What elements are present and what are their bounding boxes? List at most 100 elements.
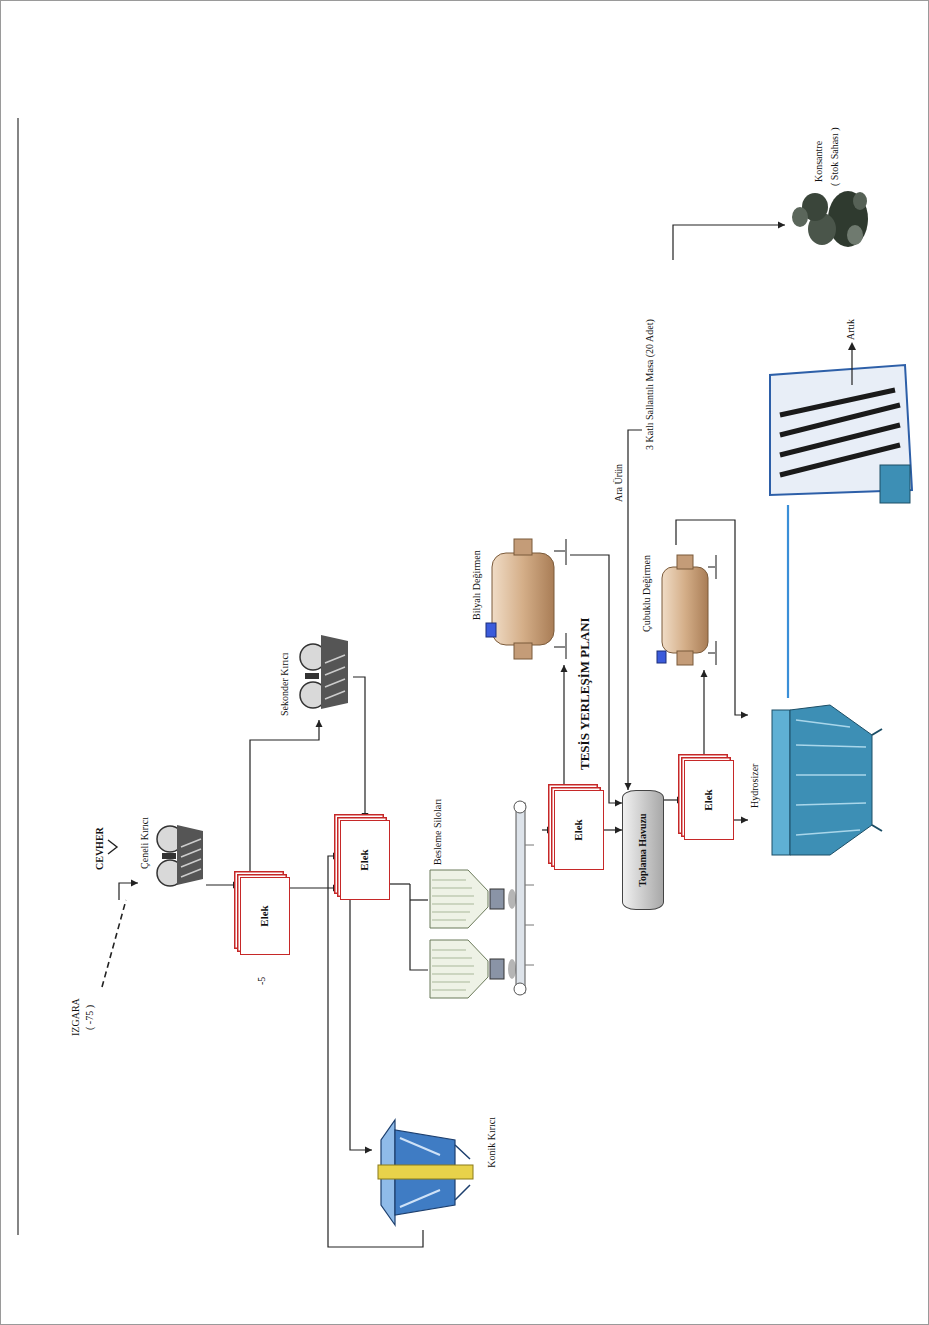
arrow-head (625, 783, 632, 790)
flow-line (628, 430, 642, 790)
flow-connector (788, 505, 789, 698)
equipment-node: Bilyalı Değirmen (470, 535, 570, 665)
flow-connector (664, 797, 684, 804)
feed-arrow (108, 840, 117, 854)
flow-connector (206, 882, 240, 889)
screen-box: Elek (684, 760, 734, 840)
screen-box: Elek (554, 790, 604, 870)
flow-connector (119, 880, 138, 901)
feed-label: CEVHER (94, 827, 106, 870)
flow-connector (570, 555, 622, 807)
flow-line (787, 505, 789, 698)
shaking-table-icon (770, 342, 912, 503)
flow-line (673, 225, 785, 260)
equipment-node: Hydrosizer (748, 698, 883, 863)
flow-line (350, 900, 372, 1150)
flow-line (328, 856, 423, 1247)
arrow-head (778, 222, 785, 229)
collection-tank: Toplama Havuzu (622, 790, 664, 910)
flow-connector (328, 853, 423, 1248)
equipment-node: IZGARA( -75 ) (68, 900, 128, 1040)
arrow-head (333, 853, 340, 860)
flow-connector (390, 884, 410, 885)
edge-label: Ara Ürün (613, 463, 625, 503)
flow-connector (561, 665, 568, 790)
flow-connector (676, 520, 748, 719)
equipment-label: Çeneli Kırıcı (139, 817, 151, 869)
equipment-label: Çubuklu Değirmen (641, 555, 653, 632)
flow-connector (290, 885, 340, 892)
rod-mill-icon (657, 555, 716, 665)
hydrosizer-icon (772, 705, 882, 855)
equipment-node: Konik Kırıcı (372, 1115, 500, 1230)
flow-connector (604, 827, 622, 834)
screen-box: Elek (240, 877, 290, 955)
flow-line (353, 677, 365, 820)
screen-box: Elek (340, 820, 390, 900)
flow-connector (350, 900, 372, 1154)
arrow-head (547, 827, 554, 834)
equipment-node: 3 Katlı Sallantılı Masa (20 Adet) (642, 260, 925, 505)
equipment-node: Sekonder Kırıcı (278, 625, 353, 720)
equipment-label: Sekonder Kırıcı (279, 652, 291, 716)
flow-line (250, 720, 319, 877)
equipment-label: Bilyalı Değirmen (471, 550, 483, 620)
flow-connector (673, 222, 785, 261)
tailings-label: Artık (845, 319, 857, 340)
arrow-head (615, 800, 622, 807)
equipment-node: Konsantre ( Stok Sahası ) (785, 110, 875, 250)
arrow-head (615, 827, 622, 834)
equipment-label: ( Stok Sahası ) (829, 127, 841, 186)
flow-connector (353, 677, 369, 820)
equipment-label: Konik Kırıcı (486, 1117, 498, 1168)
arrow-head (561, 665, 568, 672)
flow-line (290, 887, 340, 888)
size-label: -5 (256, 977, 268, 985)
equipment-label: ( -75 ) (84, 1005, 96, 1030)
arrow-head (365, 1147, 372, 1154)
stockpile-icon (792, 191, 868, 247)
flow-connector (701, 670, 708, 760)
flow-line (563, 665, 564, 790)
jaw-crusher-icon (157, 825, 203, 886)
flow-connector (542, 827, 554, 834)
flow-line (570, 555, 622, 803)
arrow-head (701, 670, 708, 677)
box-label: Elek (258, 905, 271, 926)
silo-icons (410, 801, 534, 998)
ball-mill-icon (486, 539, 566, 659)
equipment-label: Konsantre (813, 141, 825, 182)
flow-line (676, 520, 748, 715)
equipment-label: Hydrosizer (749, 764, 761, 808)
equipment-label: IZGARA (70, 998, 82, 1036)
equipment-label: 3 Katlı Sallantılı Masa (20 Adet) (644, 319, 656, 450)
flow-connector (734, 817, 748, 824)
flow-line (390, 883, 410, 884)
flow-connector (625, 430, 643, 790)
box-label: Elek (572, 819, 585, 840)
arrow-head (741, 817, 748, 824)
flow-connector (250, 720, 323, 877)
box-label: Elek (702, 789, 715, 810)
flow-line (703, 670, 704, 760)
arrow-head (677, 797, 684, 804)
box-label: Toplama Havuzu (637, 813, 649, 886)
arrow-head (741, 712, 748, 719)
box-label: Elek (358, 849, 371, 870)
arrow-head (362, 813, 369, 820)
equipment-node: Çeneli Kırıcı (138, 815, 206, 895)
cone-crusher-icon (378, 1120, 473, 1225)
frame-line (17, 118, 18, 1235)
equipment-label: Besleme Siloları (432, 799, 444, 865)
arrow-head (333, 885, 340, 892)
plan-title: TESİS YERLEŞİM PLANI (577, 617, 593, 770)
arrow-head (316, 720, 323, 727)
equipment-node: Çubuklu Değirmen (640, 545, 720, 670)
secondary-crusher-icon (300, 635, 348, 709)
grizzly-symbol (102, 900, 126, 987)
